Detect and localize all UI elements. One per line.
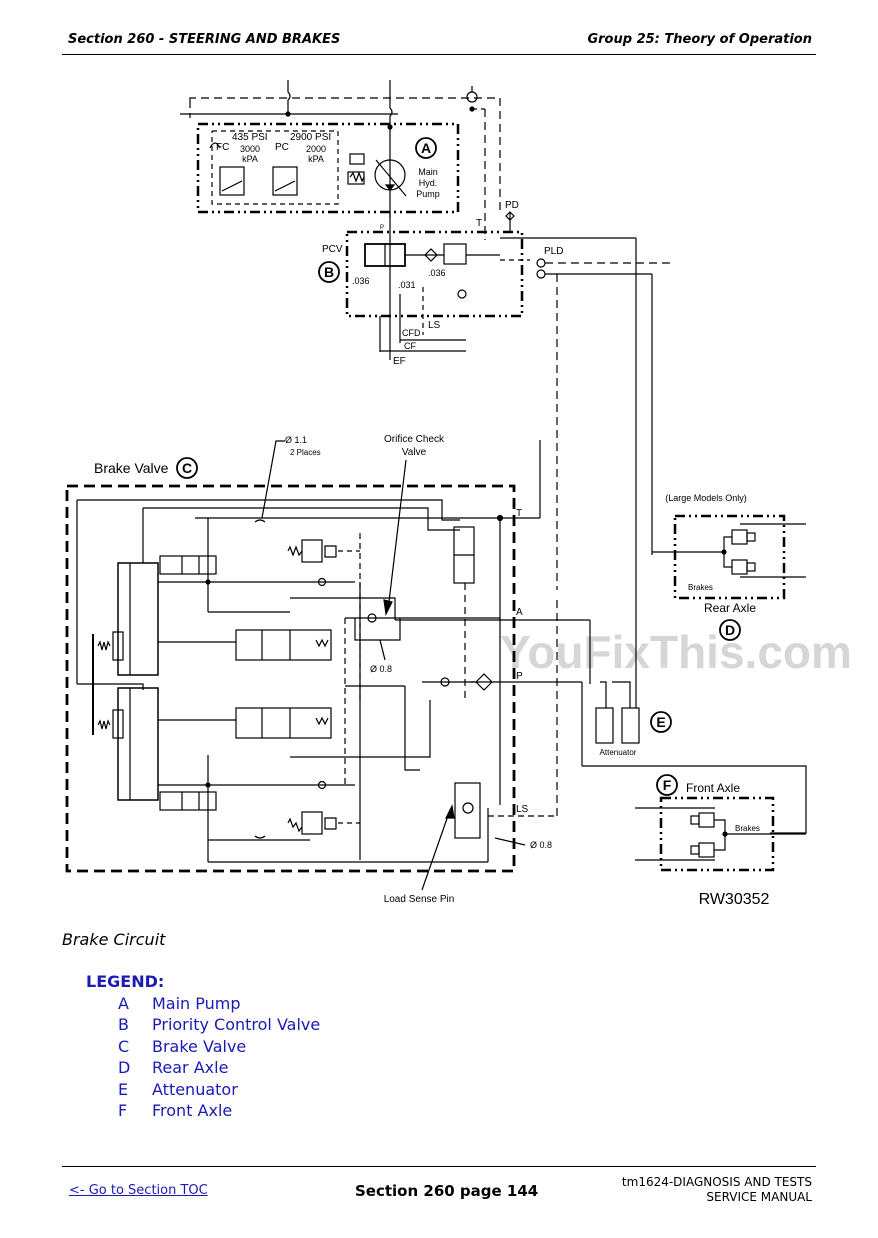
legend-label: Main Pump [152,994,241,1013]
port-a-label: A [516,607,523,618]
fc-kpa-unit: kPA [242,154,258,164]
orifice-036b: .036 [428,268,446,278]
legend-label: Attenuator [152,1079,238,1099]
attenuator-assembly: Attenuator E [581,555,807,834]
legend-key: C [118,1036,130,1056]
brake-valve-assembly: Brake Valve C T [65,434,590,905]
callout-e-label: E [656,714,665,730]
main-pump-assembly: FC 435 PSI 3000 kPA PC 2900 PSI 2000 kPA… [180,80,501,240]
fc-label: FC [216,142,229,153]
legend: LEGEND: A Main Pump B Priority Control Val… [86,972,320,1121]
rear-axle-assembly: (Large Models Only) Brakes Rear Axle D [652,493,806,641]
port-t-label: T [516,508,522,519]
manual-title: tm1624-DIAGNOSIS AND TESTS SERVICE MANUA… [622,1175,812,1205]
section-toc-link[interactable]: <- Go to Section TOC [69,1183,208,1198]
diameter-11-label: Ø 1.1 [285,435,307,445]
load-sense-pin-label: Load Sense Pin [384,894,455,905]
callout-a [415,137,437,159]
legend-key: E [118,1079,129,1099]
section-title: Section 260 - STEERING AND BRAKES [68,32,341,47]
callout-f-label: F [663,777,672,793]
legend-label: Brake Valve [152,1036,247,1056]
pc-kpa-value: 2000 [306,144,326,154]
pump-label-2: Hyd. [419,178,438,188]
front-brakes-label: Brakes [735,824,760,833]
t-label-top: T [476,218,482,229]
pd-label: PD [505,200,519,211]
cfd-label: CFD [402,328,421,338]
legend-item: B Priority Control Valve [86,1014,320,1035]
pc-label: PC [275,142,289,153]
callout-b-label: B [324,264,334,280]
legend-key: A [118,994,129,1013]
pld-label: PLD [544,246,563,257]
callout-c [176,457,198,479]
legend-item: F Front Axle [86,1100,320,1121]
orifice-031: .031 [398,280,416,290]
cf-label: CF [404,341,416,351]
legend-item: A Main Pump [86,993,320,1014]
rear-brakes-label: Brakes [688,583,713,592]
diameter-08-label-a: Ø 0.8 [370,664,392,674]
priority-control-valve: PLD PD P T PCV B .036 .031 .036 LS CFD C… [318,200,670,590]
callout-d-label: D [725,622,735,638]
callout-c-label: C [182,460,192,476]
rear-axle-label: Rear Axle [704,601,756,615]
callout-b [318,261,340,283]
legend-item: E Attenuator [86,1079,320,1100]
watermark: YouFixThis.com [500,626,852,678]
brake-circuit-diagram: YouFixThis.com FC 435 PSI 3000 kPA PC [65,80,852,908]
legend-item: D Rear Axle [86,1057,320,1078]
fc-psi-label: 435 PSI [232,132,268,143]
diameter-08-label-b: Ø 0.8 [530,840,552,850]
pcv-label: PCV [322,244,343,255]
callout-e [650,711,672,733]
manual-title-line-1: tm1624-DIAGNOSIS AND TESTS [621,1175,812,1189]
large-models-label: (Large Models Only) [665,493,747,503]
footer-divider [62,1166,816,1167]
callout-f [656,774,678,796]
figure-caption: Brake Circuit [62,930,166,949]
front-axle-assembly: F Front Axle Brakes RW30352 [635,774,806,908]
fc-kpa-value: 3000 [240,144,260,154]
manual-title-line-2: SERVICE MANUAL [706,1190,812,1204]
pc-kpa-unit: kPA [308,154,324,164]
legend-key: F [118,1101,128,1121]
port-ls-label: LS [516,804,529,815]
callout-d [719,619,741,641]
front-axle-label: Front Axle [686,781,740,795]
legend-label: Rear Axle [152,1058,229,1078]
legend-item: C Brake Valve [86,1036,320,1057]
orifice-check-label-1: Orifice Check [384,434,445,445]
pc-psi-label: 2900 PSI [290,132,331,143]
page-number: Section 260 page 144 [355,1182,539,1200]
ef-label: EF [393,356,406,367]
brake-valve-label: Brake Valve [94,460,169,476]
figure-id: RW30352 [699,891,770,908]
legend-label: Front Axle [152,1101,233,1121]
legend-key: B [118,1015,129,1035]
orifice-036a: .036 [352,276,370,286]
pump-label-1: Main [418,167,438,177]
attenuator-label: Attenuator [600,748,637,757]
group-title: Group 25: Theory of Operation [587,32,812,47]
two-places-label: 2 Places [290,448,321,457]
orifice-check-label-2: Valve [402,447,427,458]
legend-key: D [118,1058,131,1078]
header-divider [62,54,816,55]
legend-title: LEGEND: [86,972,165,991]
port-p-label: P [516,671,523,682]
callout-a-label: A [421,140,431,156]
legend-label: Priority Control Valve [152,1015,321,1035]
p-label: P [380,225,384,231]
ls-label-top: LS [428,320,441,331]
pump-label-3: Pump [416,189,440,199]
